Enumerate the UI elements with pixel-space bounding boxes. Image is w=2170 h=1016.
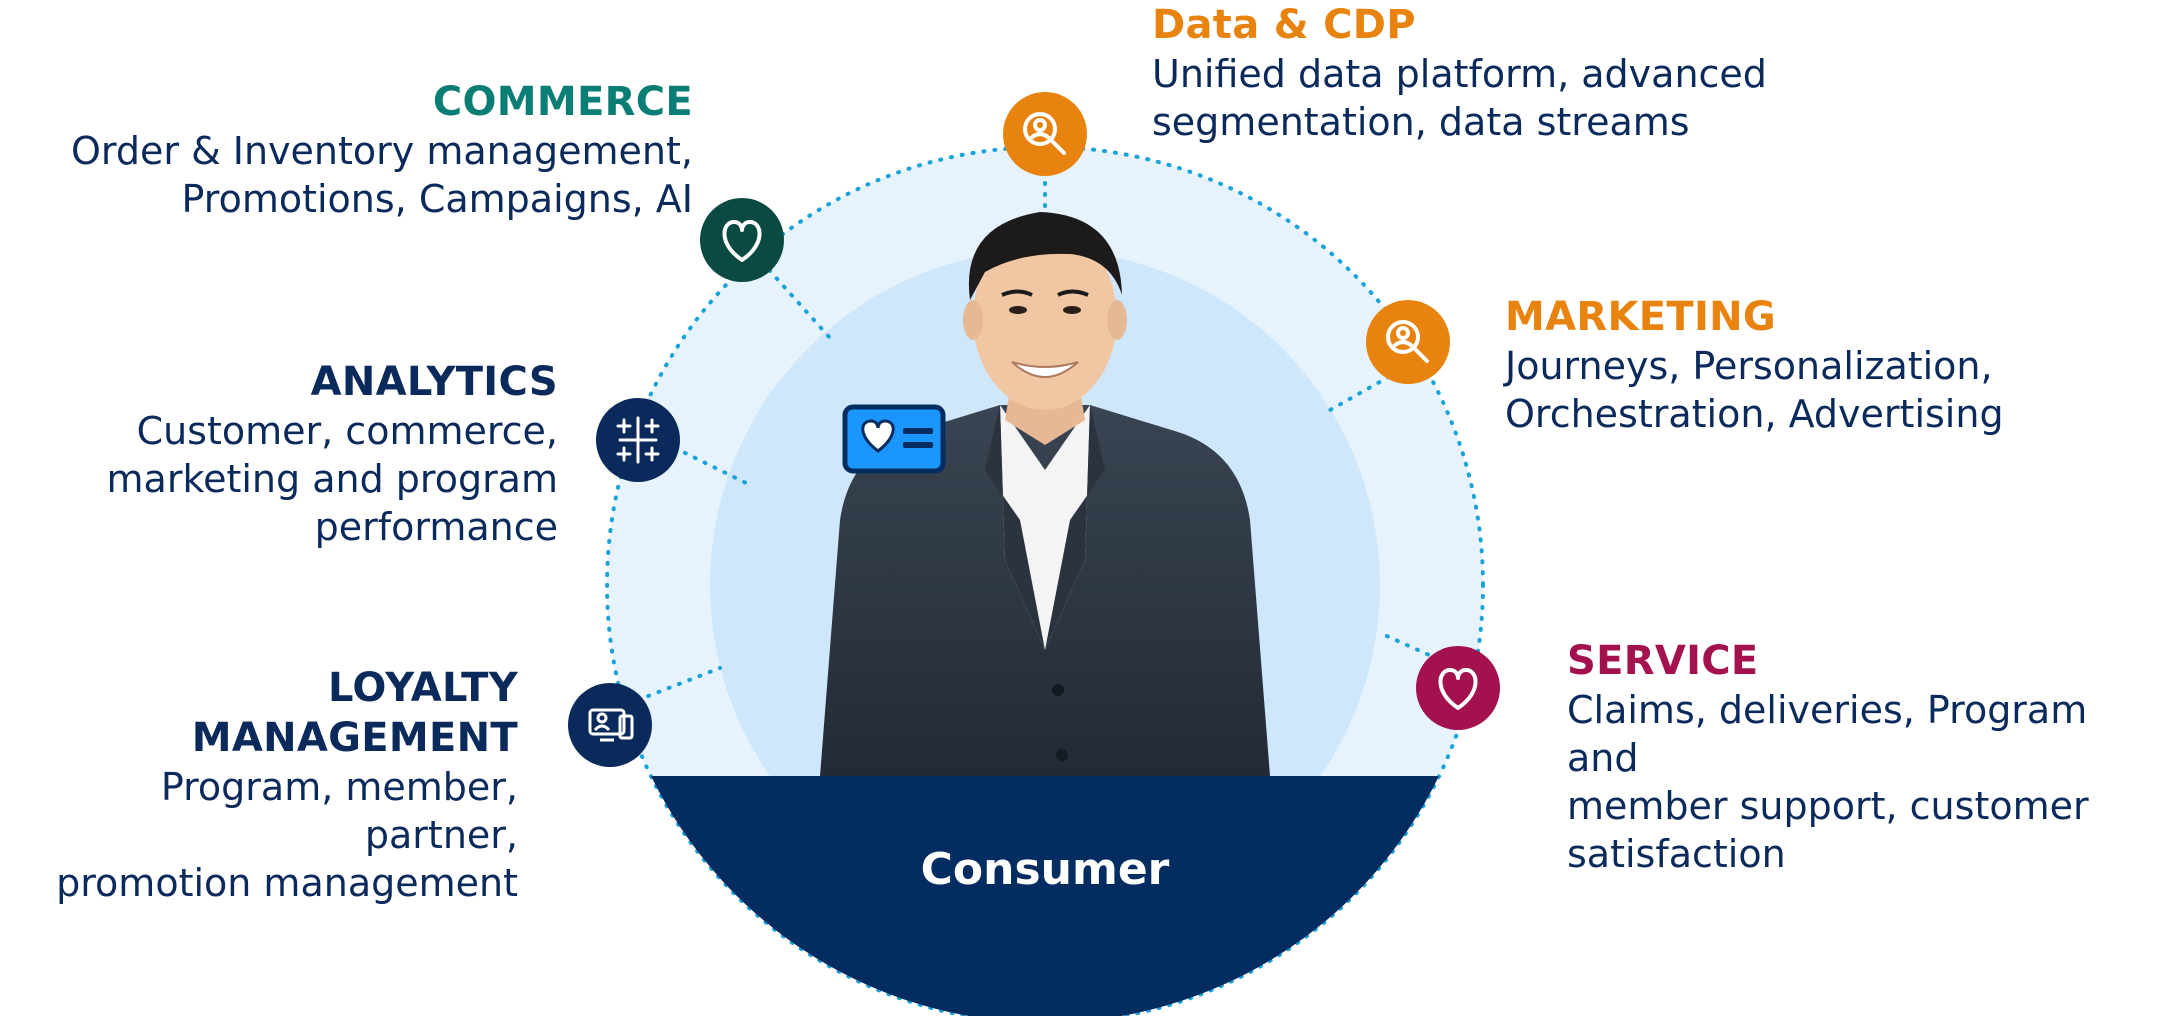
marketing-desc-line-2: Orchestration, Advertising (1505, 392, 2004, 436)
marketing-block: MARKETING Journeys, Personalization, Orc… (1505, 292, 2105, 438)
loyalty-title: LOYALTY MANAGEMENT (191, 665, 518, 761)
loyalty-desc-line-2: promotion management (56, 861, 518, 905)
heart-icon (1438, 668, 1478, 710)
analytics-badge[interactable] (596, 398, 680, 482)
loyalty-block: LOYALTY MANAGEMENT Program, member, part… (8, 663, 518, 907)
member-card-icon (842, 404, 946, 474)
service-title: SERVICE (1567, 638, 1759, 684)
consumer-label: Consumer (920, 844, 1170, 895)
data-cdp-badge[interactable] (1003, 92, 1087, 176)
data-cdp-desc-line-2: segmentation, data streams (1152, 100, 1690, 144)
commerce-desc-line-2: Promotions, Campaigns, AI (181, 177, 693, 221)
analytics-title: ANALYTICS (310, 359, 558, 405)
analytics-block: ANALYTICS Customer, commerce, marketing … (38, 357, 558, 551)
devices-icon (588, 708, 634, 742)
service-badge[interactable] (1416, 646, 1500, 730)
service-desc-line-3: satisfaction (1567, 832, 1786, 876)
analytics-desc-line-2: marketing and program (106, 457, 558, 501)
magnifier-person-icon (1386, 320, 1429, 363)
connector-lines (636, 170, 1460, 702)
person-photo (820, 212, 1270, 776)
marketing-title: MARKETING (1505, 294, 1777, 340)
analytics-desc-line-1: Customer, commerce, (136, 409, 558, 453)
loyalty-desc-line-1: Program, member, partner, (160, 765, 518, 857)
commerce-desc-line-1: Order & Inventory management, (71, 129, 693, 173)
marketing-badge[interactable] (1366, 300, 1450, 384)
marketing-desc-line-1: Journeys, Personalization, (1505, 344, 1993, 388)
data-cdp-block: Data & CDP Unified data platform, advanc… (1152, 0, 1832, 146)
dotted-ring (605, 145, 1485, 1016)
data-cdp-desc-line-1: Unified data platform, advanced (1152, 52, 1767, 96)
service-desc-line-2: member support, customer (1567, 784, 2089, 828)
loyalty-badge[interactable] (568, 683, 652, 767)
commerce-block: COMMERCE Order & Inventory management, P… (53, 77, 693, 223)
commerce-badge[interactable] (700, 198, 784, 282)
analytics-desc-line-3: performance (314, 505, 558, 549)
data-cdp-title: Data & CDP (1152, 2, 1416, 48)
service-block: SERVICE Claims, deliveries, Program and … (1567, 636, 2167, 878)
service-desc-line-1: Claims, deliveries, Program and (1567, 688, 2088, 780)
sparkle-grid-icon (616, 416, 660, 464)
heart-icon (722, 220, 762, 262)
commerce-title: COMMERCE (432, 79, 693, 125)
consumer-base (651, 776, 1439, 1016)
magnifier-person-icon (1023, 112, 1066, 155)
